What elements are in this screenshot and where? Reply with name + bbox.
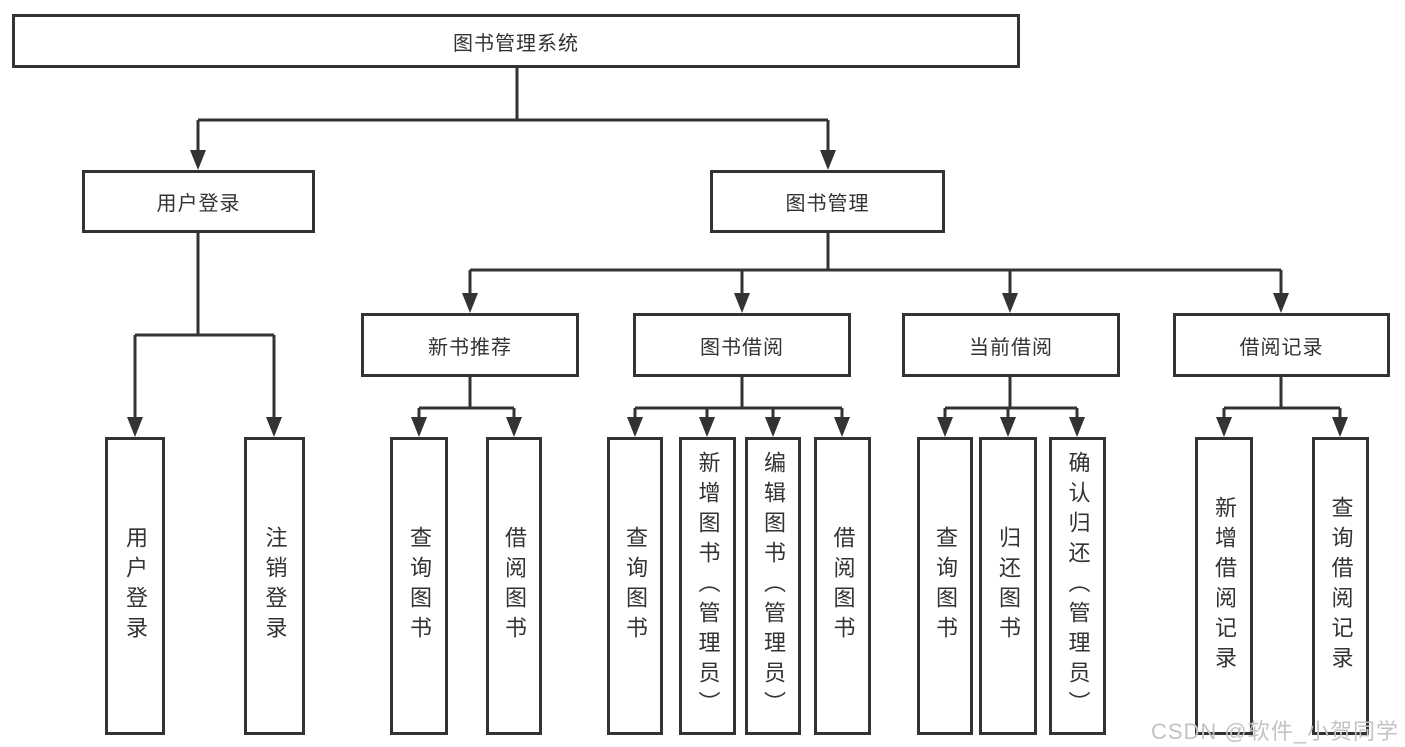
arrow-down-icon (506, 417, 522, 437)
arrow-down-icon (190, 150, 206, 170)
arrow-down-icon (1273, 293, 1289, 313)
connector-book-management-to-level3 (462, 233, 1289, 313)
arrow-down-icon (627, 417, 643, 437)
node-new-book-recommend: 新书推荐 (361, 313, 579, 377)
arrow-down-icon (1002, 293, 1018, 313)
csdn-watermark: CSDN @软件_小贺同学 (1150, 719, 1399, 744)
connector-new-books-to-leaves (411, 377, 522, 437)
arrow-down-icon (266, 417, 282, 437)
leaf-query-books-borrow: 查询图书 (607, 437, 663, 735)
node-current-borrow: 当前借阅 (902, 313, 1120, 377)
arrow-down-icon (834, 417, 850, 437)
connector-borrow-records-to-leaves (1216, 377, 1348, 437)
node-borrow-records: 借阅记录 (1173, 313, 1390, 377)
connector-user-login-to-leaves (127, 233, 282, 437)
arrow-down-icon (462, 293, 478, 313)
leaf-confirm-return-admin: 确认归还（管理员） (1049, 437, 1106, 735)
arrow-down-icon (1332, 417, 1348, 437)
node-user-login: 用户登录 (82, 170, 315, 233)
arrow-down-icon (127, 417, 143, 437)
node-root-library-system: 图书管理系统 (12, 14, 1020, 68)
leaf-add-books-admin: 新增图书（管理员） (679, 437, 736, 735)
leaf-add-borrow-record: 新增借阅记录 (1195, 437, 1253, 735)
node-book-management: 图书管理 (710, 170, 945, 233)
arrow-down-icon (734, 293, 750, 313)
arrow-down-icon (1000, 417, 1016, 437)
leaf-query-books-recommend: 查询图书 (390, 437, 448, 735)
arrow-down-icon (699, 417, 715, 437)
connector-root-to-level2 (190, 68, 836, 170)
leaf-edit-books-admin: 编辑图书（管理员） (745, 437, 801, 735)
leaf-return-books: 归还图书 (979, 437, 1037, 735)
connector-book-borrow-to-leaves (627, 377, 850, 437)
connector-current-borrow-to-leaves (937, 377, 1085, 437)
leaf-query-borrow-record: 查询借阅记录 (1312, 437, 1369, 735)
leaf-borrow-books: 借阅图书 (814, 437, 871, 735)
leaf-borrow-books-recommend: 借阅图书 (486, 437, 542, 735)
leaf-query-books-current: 查询图书 (917, 437, 973, 735)
arrow-down-icon (765, 417, 781, 437)
leaf-user-login: 用户登录 (105, 437, 165, 735)
arrow-down-icon (1069, 417, 1085, 437)
arrow-down-icon (411, 417, 427, 437)
node-book-borrow: 图书借阅 (633, 313, 851, 377)
arrow-down-icon (1216, 417, 1232, 437)
arrow-down-icon (820, 150, 836, 170)
leaf-logout: 注销登录 (244, 437, 305, 735)
arrow-down-icon (937, 417, 953, 437)
